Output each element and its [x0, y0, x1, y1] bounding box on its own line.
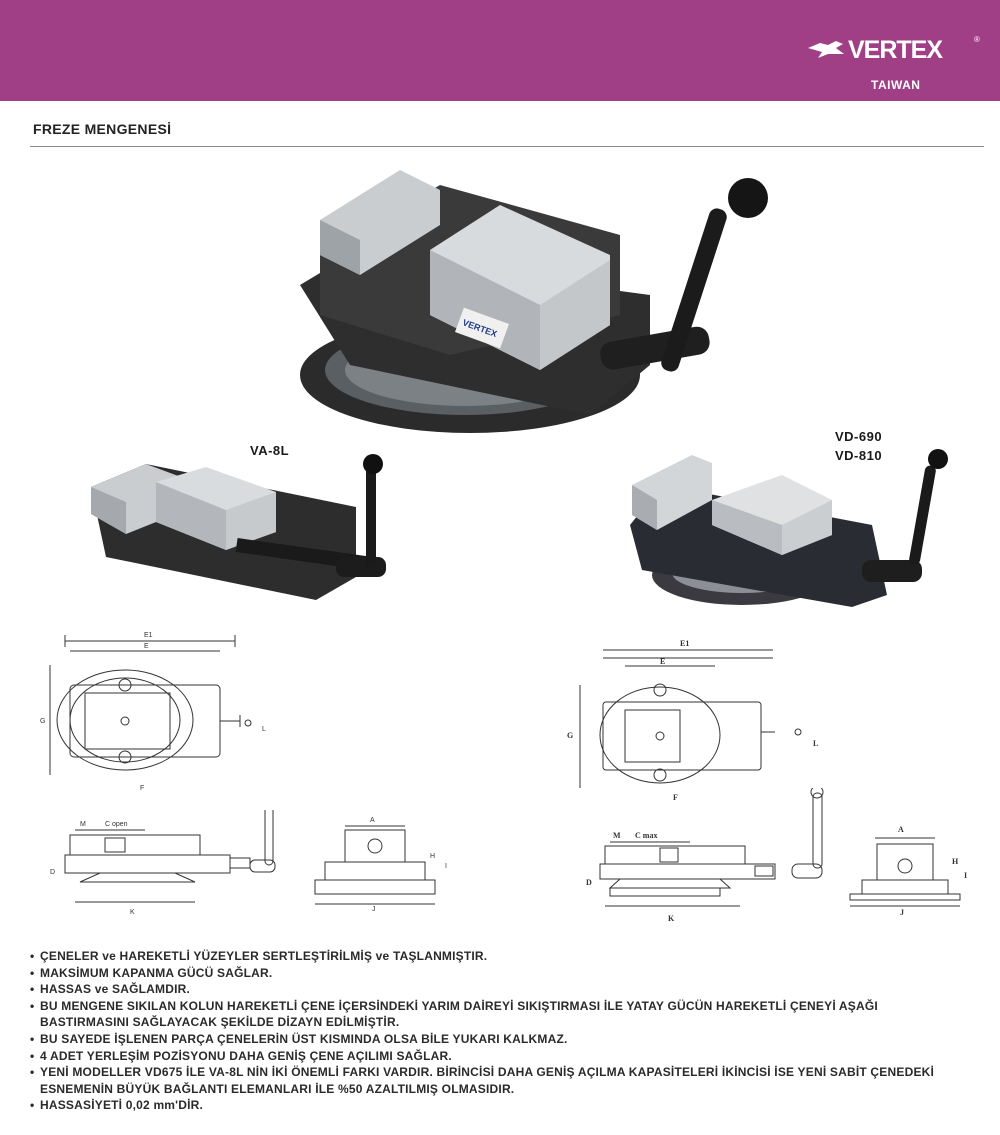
dim-label: H [430, 853, 435, 860]
dim-label: M [613, 831, 621, 840]
drawing-vd-front: A H I J [849, 825, 967, 917]
drawing-va8l-side: M C open D K [50, 810, 276, 916]
dim-label: E [144, 643, 149, 650]
bird-icon [808, 41, 844, 58]
dim-label: E1 [144, 632, 153, 639]
drawing-vd-side: M C max D K [586, 788, 824, 923]
dim-label: C max [635, 831, 657, 840]
feature-item: BU SAYEDE İŞLENEN PARÇA ÇENELERİN ÜST KI… [30, 1031, 970, 1048]
dim-label: E1 [680, 640, 689, 648]
dim-label: A [898, 825, 904, 834]
model-label-vd690: VD-690 [835, 429, 883, 444]
model-label-va8l: VA-8L [250, 443, 290, 458]
dim-label: L [262, 726, 266, 733]
dim-label: I [964, 871, 967, 880]
dim-label: E [660, 657, 665, 666]
dim-label: K [130, 909, 135, 916]
dim-label: G [567, 731, 573, 740]
feature-list: ÇENELER ve HAREKETLİ YÜZEYLER SERTLEŞTİR… [30, 948, 970, 1114]
feature-item: YENİ MODELLER VD675 İLE VA-8L NİN İKİ ÖN… [30, 1064, 970, 1097]
product-image-main: VERTEX [300, 170, 768, 433]
feature-item: BU MENGENE SIKILAN KOLUN HAREKETLİ ÇENE … [30, 998, 970, 1031]
brand-logo: VERTEX ® TAIWAN [806, 34, 986, 94]
drawing-vd-top: E1 E G L F [567, 640, 818, 802]
brand-sub: TAIWAN [871, 78, 921, 92]
dim-label: J [900, 908, 904, 917]
vertex-logo: VERTEX ® [808, 35, 980, 64]
dim-label: G [40, 718, 45, 725]
product-image-va8l [91, 454, 386, 600]
feature-item: HASSAS ve SAĞLAMDIR. [30, 981, 970, 998]
page-title: FREZE MENGENESİ [33, 121, 172, 137]
feature-item: HASSASİYETİ 0,02 mm'DİR. [30, 1097, 970, 1114]
dim-label: C open [105, 821, 128, 828]
brand-name: VERTEX [848, 36, 943, 64]
dim-label: K [668, 914, 675, 923]
dim-label: D [50, 869, 55, 876]
feature-item: MAKSİMUM KAPANMA GÜCÜ SAĞLAR. [30, 965, 970, 982]
dim-label: L [813, 739, 818, 748]
drawing-va8l-top: E1 E G L F [40, 632, 266, 792]
dim-label: D [586, 878, 592, 887]
drawing-va8l-front: A H I J [314, 817, 447, 912]
dim-label: F [140, 785, 144, 792]
dim-label: I [445, 863, 447, 870]
dim-label: J [372, 906, 376, 912]
model-label-vd810: VD-810 [835, 448, 883, 463]
feature-item: ÇENELER ve HAREKETLİ YÜZEYLER SERTLEŞTİR… [30, 948, 970, 965]
registered-mark: ® [974, 35, 980, 44]
dim-label: M [80, 821, 86, 828]
dim-label: A [370, 817, 375, 824]
dim-label: H [952, 857, 959, 866]
product-image-vd [630, 449, 948, 607]
title-divider [30, 146, 984, 147]
dim-label: F [673, 793, 678, 802]
feature-item: 4 ADET YERLEŞİM POZİSYONU DAHA GENİŞ ÇEN… [30, 1048, 970, 1065]
